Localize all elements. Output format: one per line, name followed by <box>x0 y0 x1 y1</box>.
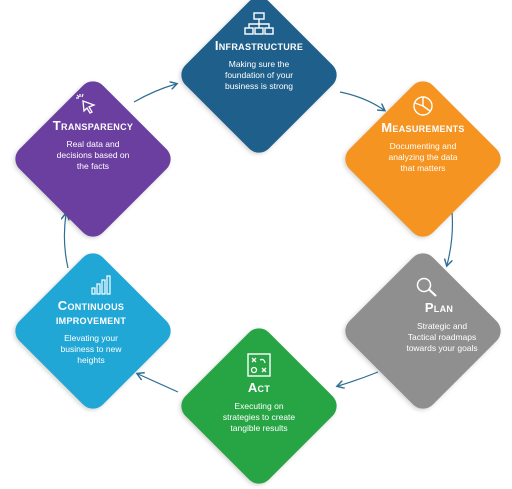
continuous-title-line: improvement <box>55 312 127 327</box>
transparency-desc-line: Real data and <box>66 139 120 149</box>
click-icon <box>76 93 96 114</box>
infrastructure-desc-line: Making sure the <box>228 59 290 69</box>
measurements-desc-line: analyzing the data <box>388 152 458 162</box>
measurements-desc-line: that matters <box>400 163 446 173</box>
infrastructure-title: Infrastructure <box>214 38 304 53</box>
continuous-desc-line: Elevating your <box>64 333 118 343</box>
bar-growth-icon <box>91 275 111 295</box>
plan-desc-line: Strategic and <box>416 321 468 331</box>
plan-desc-line: towards your goals <box>406 343 478 353</box>
pie-chart-icon <box>413 96 433 116</box>
strategy-board-icon <box>247 353 271 377</box>
measurements-desc: Documenting and analyzing the data that … <box>350 141 496 174</box>
magnifier-icon <box>416 277 437 297</box>
infrastructure-desc-line: foundation of your <box>224 70 294 80</box>
continuous-desc-line: business to new <box>60 344 122 354</box>
act-desc: Executing on strategies to create tangib… <box>189 401 329 434</box>
continuous-desc-line: heights <box>77 355 105 365</box>
act-desc-line: Executing on <box>234 401 284 411</box>
arrow-infra-to-measure <box>339 91 384 110</box>
arrow-continuous-to-transparency <box>64 214 68 269</box>
act-title: Act <box>247 380 271 395</box>
continuous-desc: Elevating your business to new heights <box>18 333 164 366</box>
continuous-title-line: Continuous <box>57 298 125 313</box>
measurements-title: Measurements <box>381 120 465 135</box>
continuous-title: Continuous improvement <box>18 299 164 327</box>
transparency-title: Transparency <box>52 118 134 133</box>
network-icon <box>244 12 274 35</box>
act-desc-line: tangible results <box>230 423 288 433</box>
plan-desc-line: Tactical roadmaps <box>407 332 477 342</box>
transparency-desc-line: decisions based on <box>56 150 130 160</box>
infrastructure-desc-line: business is strong <box>224 81 294 91</box>
infrastructure-desc: Making sure the foundation of your busin… <box>189 59 329 92</box>
arrow-measure-to-plan <box>447 211 454 265</box>
arrow-plan-to-act <box>338 371 379 386</box>
act-desc-line: strategies to create <box>222 412 296 422</box>
measurements-desc-line: Documenting and <box>389 141 457 151</box>
transparency-desc: Real data and decisions based on the fac… <box>20 139 166 172</box>
plan-desc: Strategic and Tactical roadmaps towards … <box>382 321 502 354</box>
plan-title: Plan <box>424 300 454 315</box>
transparency-desc-line: the facts <box>76 161 110 171</box>
arrow-act-to-continuous <box>138 374 179 393</box>
arrow-transparency-to-infra <box>133 84 176 103</box>
